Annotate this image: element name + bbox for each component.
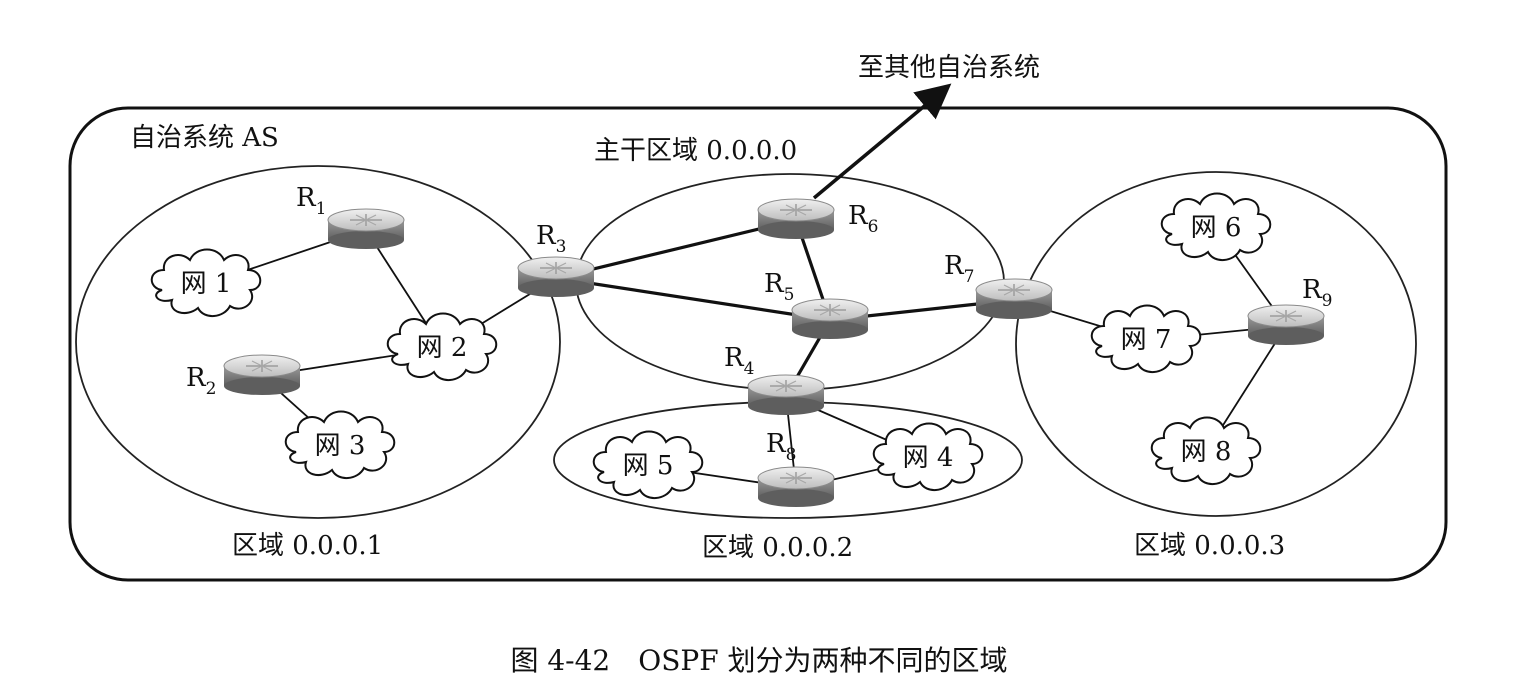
link-r3-r6 — [555, 218, 797, 280]
external-as-label: 至其他自治系统 — [858, 53, 1040, 83]
router-r1 — [327, 208, 405, 250]
router-r6-label: R6 — [848, 201, 878, 237]
router-r8-label: R8 — [766, 429, 796, 465]
router-r6 — [757, 198, 835, 240]
network-6: 网 6 — [1160, 192, 1272, 262]
network-8: 网 8 — [1150, 416, 1262, 486]
figure-caption: 图 4-42 OSPF 划分为两种不同的区域 — [510, 644, 1007, 677]
router-r9-label: R9 — [1302, 275, 1332, 311]
network-1: 网 1 — [150, 248, 262, 318]
area-0-0-0-1-boundary — [75, 165, 561, 519]
router-r7 — [975, 278, 1053, 320]
svg-text:网 6: 网 6 — [1191, 213, 1242, 243]
area-0-0-0-3-boundary — [1015, 171, 1417, 517]
as-boundary — [68, 106, 1448, 582]
router-r3-label: R3 — [536, 221, 566, 257]
router-r5 — [791, 298, 869, 340]
as-label: 自治系统 AS — [130, 123, 279, 153]
network-7: 网 7 — [1090, 304, 1202, 374]
area-0-0-0-1-label: 区域 0.0.0.1 — [232, 531, 383, 561]
svg-text:网 3: 网 3 — [315, 431, 366, 461]
router-r1-label: R1 — [296, 183, 326, 219]
network-4: 网 4 — [872, 422, 984, 492]
router-r7-label: R7 — [944, 251, 974, 287]
svg-text:网 4: 网 4 — [903, 443, 954, 473]
svg-text:网 2: 网 2 — [417, 333, 468, 363]
svg-text:网 7: 网 7 — [1121, 325, 1172, 355]
svg-text:网 8: 网 8 — [1181, 437, 1232, 467]
router-r4 — [747, 374, 825, 416]
external-link-arrow — [812, 83, 952, 200]
router-r3 — [517, 256, 595, 298]
svg-text:网 1: 网 1 — [181, 269, 232, 299]
svg-text:网 5: 网 5 — [623, 451, 674, 481]
router-r8 — [757, 466, 835, 508]
area-0-0-0-3-label: 区域 0.0.0.3 — [1134, 531, 1285, 561]
router-r4-label: R4 — [724, 343, 754, 379]
router-r5-label: R5 — [764, 269, 794, 305]
link-r3-r5 — [555, 276, 831, 322]
area-backbone-label: 主干区域 0.0.0.0 — [594, 136, 797, 166]
router-r2-label: R2 — [186, 363, 216, 399]
router-r9 — [1247, 304, 1325, 346]
network-2: 网 2 — [386, 312, 498, 382]
network-5: 网 5 — [592, 430, 704, 500]
network-3: 网 3 — [284, 410, 396, 480]
area-0-0-0-2-label: 区域 0.0.0.2 — [702, 533, 853, 563]
router-r2 — [223, 354, 301, 396]
